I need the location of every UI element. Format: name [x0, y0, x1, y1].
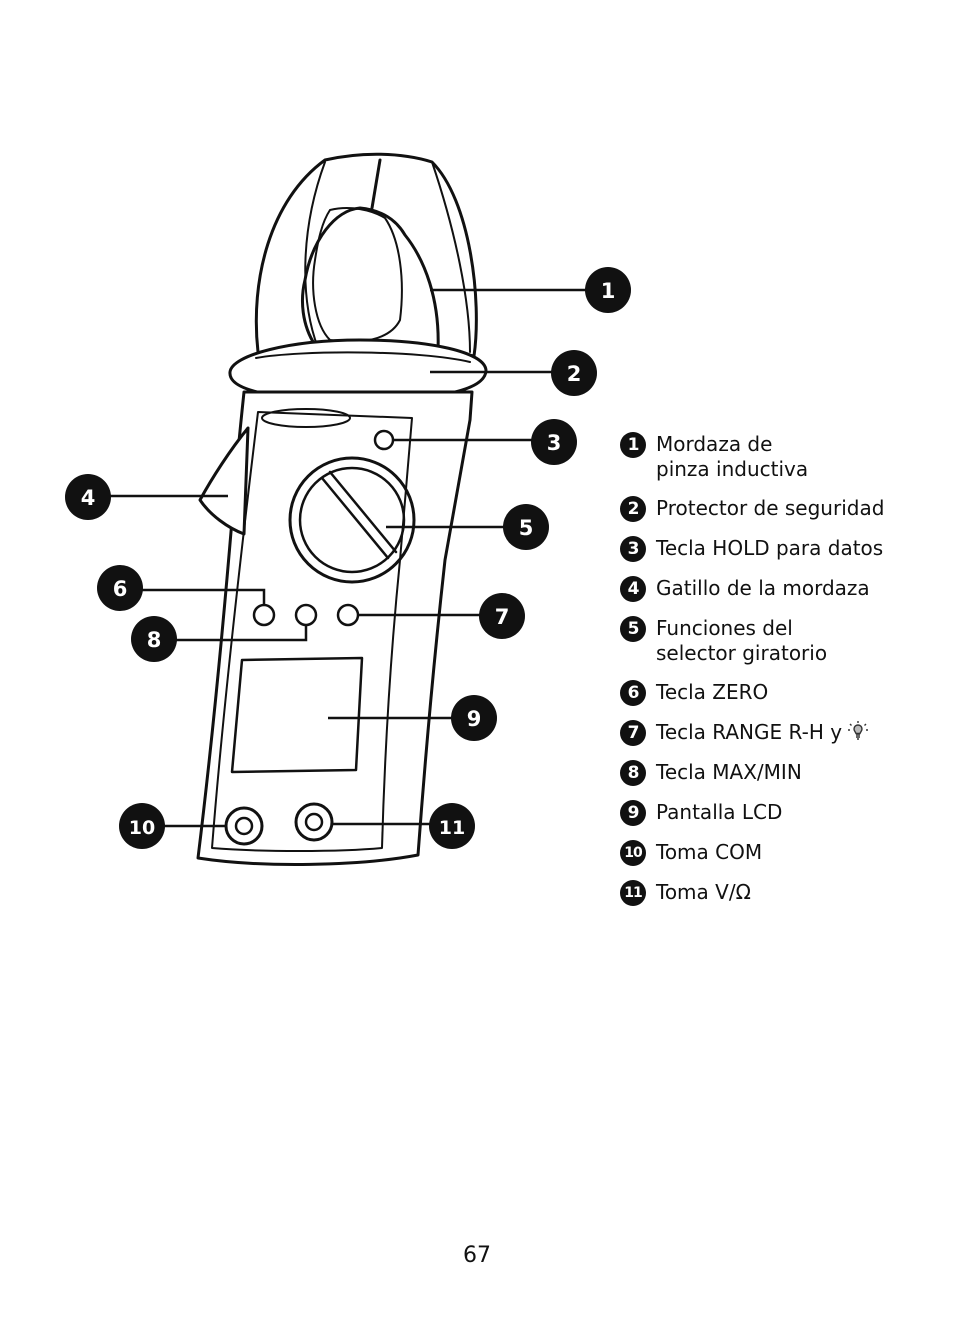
legend-text: Pantalla LCD — [656, 800, 783, 824]
legend-text: Tecla MAX/MIN — [656, 760, 802, 784]
callout-7: 7 — [479, 593, 525, 639]
callout-11: 11 — [429, 803, 475, 849]
rotary-selector — [288, 456, 416, 584]
legend-item-3: 3 Tecla HOLD para datos — [620, 536, 940, 562]
legend-item-5: 5 Funciones del selector giratorio — [620, 616, 940, 666]
svg-text:9: 9 — [467, 707, 482, 731]
legend-text: Toma V/Ω — [656, 880, 751, 904]
legend-item-1: 1 Mordaza de pinza inductiva — [620, 432, 940, 482]
legend-item-7: 7 Tecla RANGE R-H y — [620, 720, 940, 746]
svg-text:2: 2 — [567, 362, 582, 386]
callout-9: 9 — [451, 695, 497, 741]
clamp-meter-diagram: 1 2 3 4 5 6 7 8 9 10 11 — [65, 152, 631, 866]
svg-text:10: 10 — [129, 817, 155, 839]
legend-number: 1 — [620, 432, 646, 458]
legend-number: 6 — [620, 680, 646, 706]
legend: 1 Mordaza de pinza inductiva 2 Protector… — [620, 432, 940, 906]
callout-3: 3 — [531, 419, 577, 465]
legend-text: Toma COM — [656, 840, 763, 864]
svg-text:1: 1 — [601, 279, 616, 303]
jaw-trigger — [198, 426, 250, 536]
legend-item-2: 2 Protector de seguridad — [620, 496, 940, 522]
legend-number: 9 — [620, 800, 646, 826]
legend-number: 3 — [620, 536, 646, 562]
legend-text: Tecla HOLD para datos — [656, 536, 884, 560]
legend-item-8: 8 Tecla MAX/MIN — [620, 760, 940, 786]
callout-5: 5 — [503, 504, 549, 550]
legend-text: Gatillo de la mordaza — [656, 576, 870, 600]
legend-text: Tecla RANGE R-H y — [656, 720, 843, 744]
legend-number: 11 — [620, 880, 646, 906]
v-ohm-jack — [294, 802, 334, 842]
legend-number: 2 — [620, 496, 646, 522]
clamp-jaw — [254, 152, 478, 358]
legend-number: 5 — [620, 616, 646, 642]
callout-8: 8 — [131, 616, 177, 662]
backlight-icon — [848, 721, 869, 740]
legend-text: Funciones del selector giratorio — [656, 616, 828, 665]
callout-6: 6 — [97, 565, 143, 611]
callout-4: 4 — [65, 474, 111, 520]
svg-text:5: 5 — [519, 516, 534, 540]
lcd-display — [230, 656, 364, 774]
svg-text:8: 8 — [147, 628, 162, 652]
legend-number: 4 — [620, 576, 646, 602]
legend-item-9: 9 Pantalla LCD — [620, 800, 940, 826]
svg-text:11: 11 — [439, 817, 465, 839]
legend-number: 7 — [620, 720, 646, 746]
svg-text:6: 6 — [113, 577, 128, 601]
legend-item-10: 10 Toma COM — [620, 840, 940, 866]
page-number: 67 — [463, 1243, 491, 1268]
svg-text:3: 3 — [547, 431, 562, 455]
legend-item-6: 6 Tecla ZERO — [620, 680, 940, 706]
callout-10: 10 — [119, 803, 165, 849]
hold-button — [373, 429, 395, 451]
legend-text: Protector de seguridad — [656, 496, 885, 520]
legend-text: Mordaza de pinza inductiva — [656, 432, 809, 481]
legend-item-11: 11 Toma V/Ω — [620, 880, 940, 906]
callout-2: 2 — [551, 350, 597, 396]
svg-text:7: 7 — [495, 605, 510, 629]
svg-text:4: 4 — [81, 486, 96, 510]
callout-1: 1 — [585, 267, 631, 313]
legend-text: Tecla ZERO — [656, 680, 769, 704]
legend-number: 10 — [620, 840, 646, 866]
legend-item-4: 4 Gatillo de la mordaza — [620, 576, 940, 602]
legend-number: 8 — [620, 760, 646, 786]
zero-button — [252, 603, 276, 627]
